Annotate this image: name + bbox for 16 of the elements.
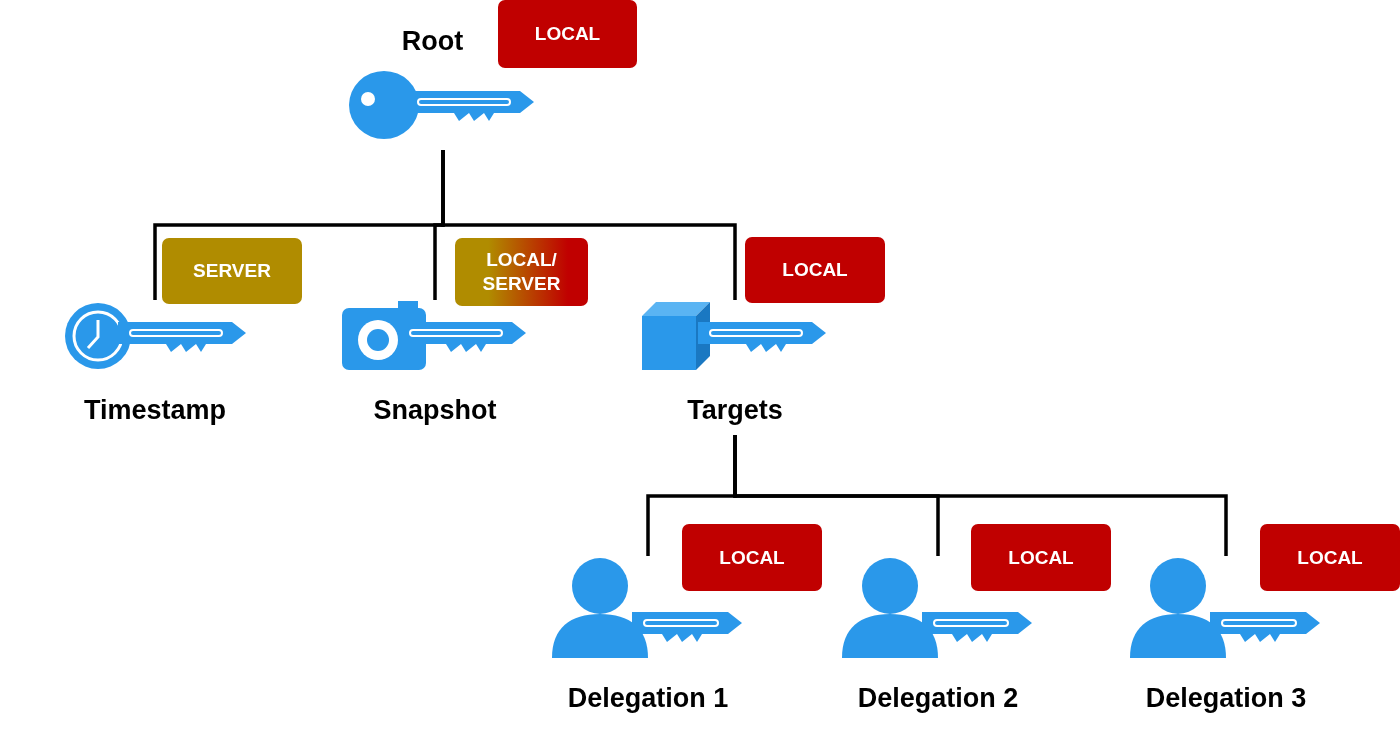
tag-badge: LOCAL — [745, 237, 885, 303]
node-label: Root — [401, 25, 464, 57]
tag-badge: LOCAL — [498, 0, 637, 68]
node-label: Delegation 2 — [857, 682, 1019, 714]
tag-badge: SERVER — [162, 238, 302, 304]
tag-badge: LOCAL — [682, 524, 822, 591]
connector-line — [733, 435, 1228, 556]
node-label: Snapshot — [373, 394, 497, 426]
tag-badge: LOCAL/ SERVER — [455, 238, 588, 306]
node-label: Delegation 1 — [567, 682, 729, 714]
connector-line — [441, 150, 737, 300]
tag-badge: LOCAL — [971, 524, 1111, 591]
node-label: Delegation 3 — [1145, 682, 1307, 714]
tag-badge: LOCAL — [1260, 524, 1400, 591]
node-label: Targets — [687, 394, 783, 426]
node-label: Timestamp — [83, 394, 227, 426]
